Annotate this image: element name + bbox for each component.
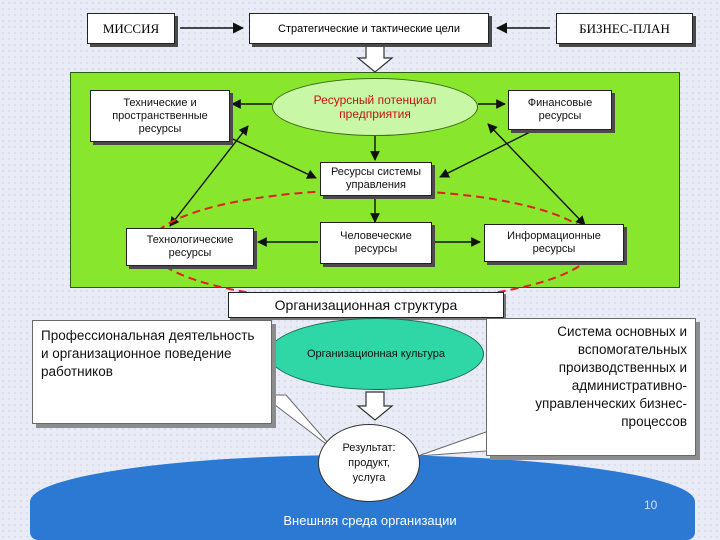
external-environment-label: Внешняя среда организации	[283, 513, 457, 528]
resource-potential-ellipse: Ресурсный потенциал предприятия	[272, 78, 478, 136]
goals-box: Стратегические и тактические цели	[249, 13, 489, 44]
information-resources-box: Информационные ресурсы	[484, 224, 624, 262]
result-circle: Результат: продукт, услуга	[318, 424, 420, 502]
technical-resources-label: Технические и пространственные ресурсы	[112, 96, 208, 135]
business-plan-box: БИЗНЕС-ПЛАН	[556, 13, 693, 44]
hollow-arrow-result	[356, 391, 394, 421]
arrow-technological-technical	[169, 125, 249, 227]
org-structure-label: Организационная структура	[274, 296, 458, 313]
technological-resources-label: Технологические ресурсы	[146, 234, 234, 259]
business-plan-label: БИЗНЕС-ПЛАН	[579, 20, 670, 36]
org-structure-box: Организационная структура	[228, 292, 504, 318]
mission-label: МИССИЯ	[102, 20, 160, 36]
org-culture-label: Организационная культура	[306, 348, 446, 360]
human-resources-label: Человеческие ресурсы	[340, 230, 412, 255]
technological-resources-box: Технологические ресурсы	[126, 228, 254, 266]
human-resources-box: Человеческие ресурсы	[320, 222, 432, 264]
professional-activity-label: Профессиональная деятельность и организа…	[41, 328, 255, 379]
hollow-arrow-goals	[356, 43, 394, 73]
management-resources-box: Ресурсы системы управления	[320, 162, 432, 196]
financial-resources-box: Финансовые ресурсы	[508, 90, 612, 130]
callout-pointer-left	[260, 394, 335, 451]
goals-label: Стратегические и тактические цели	[278, 22, 460, 35]
financial-resources-label: Финансовые ресурсы	[527, 97, 593, 122]
business-processes-callout: Система основных и вспомогательных произ…	[486, 318, 696, 456]
arrow-information-financial	[487, 123, 586, 226]
business-processes-label: Система основных и вспомогательных произ…	[535, 324, 687, 429]
management-resources-label: Ресурсы системы управления	[330, 166, 422, 191]
mission-box: МИССИЯ	[87, 13, 175, 44]
technical-resources-box: Технические и пространственные ресурсы	[90, 90, 230, 142]
result-label: Результат: продукт, услуга	[342, 441, 396, 484]
information-resources-label: Информационные ресурсы	[507, 230, 601, 255]
page-number: 10	[644, 498, 658, 512]
resource-potential-label: Ресурсный потенциал предприятия	[313, 93, 437, 121]
professional-activity-callout: Профессиональная деятельность и организа…	[32, 320, 272, 424]
org-culture-ellipse: Организационная культура	[268, 318, 484, 390]
